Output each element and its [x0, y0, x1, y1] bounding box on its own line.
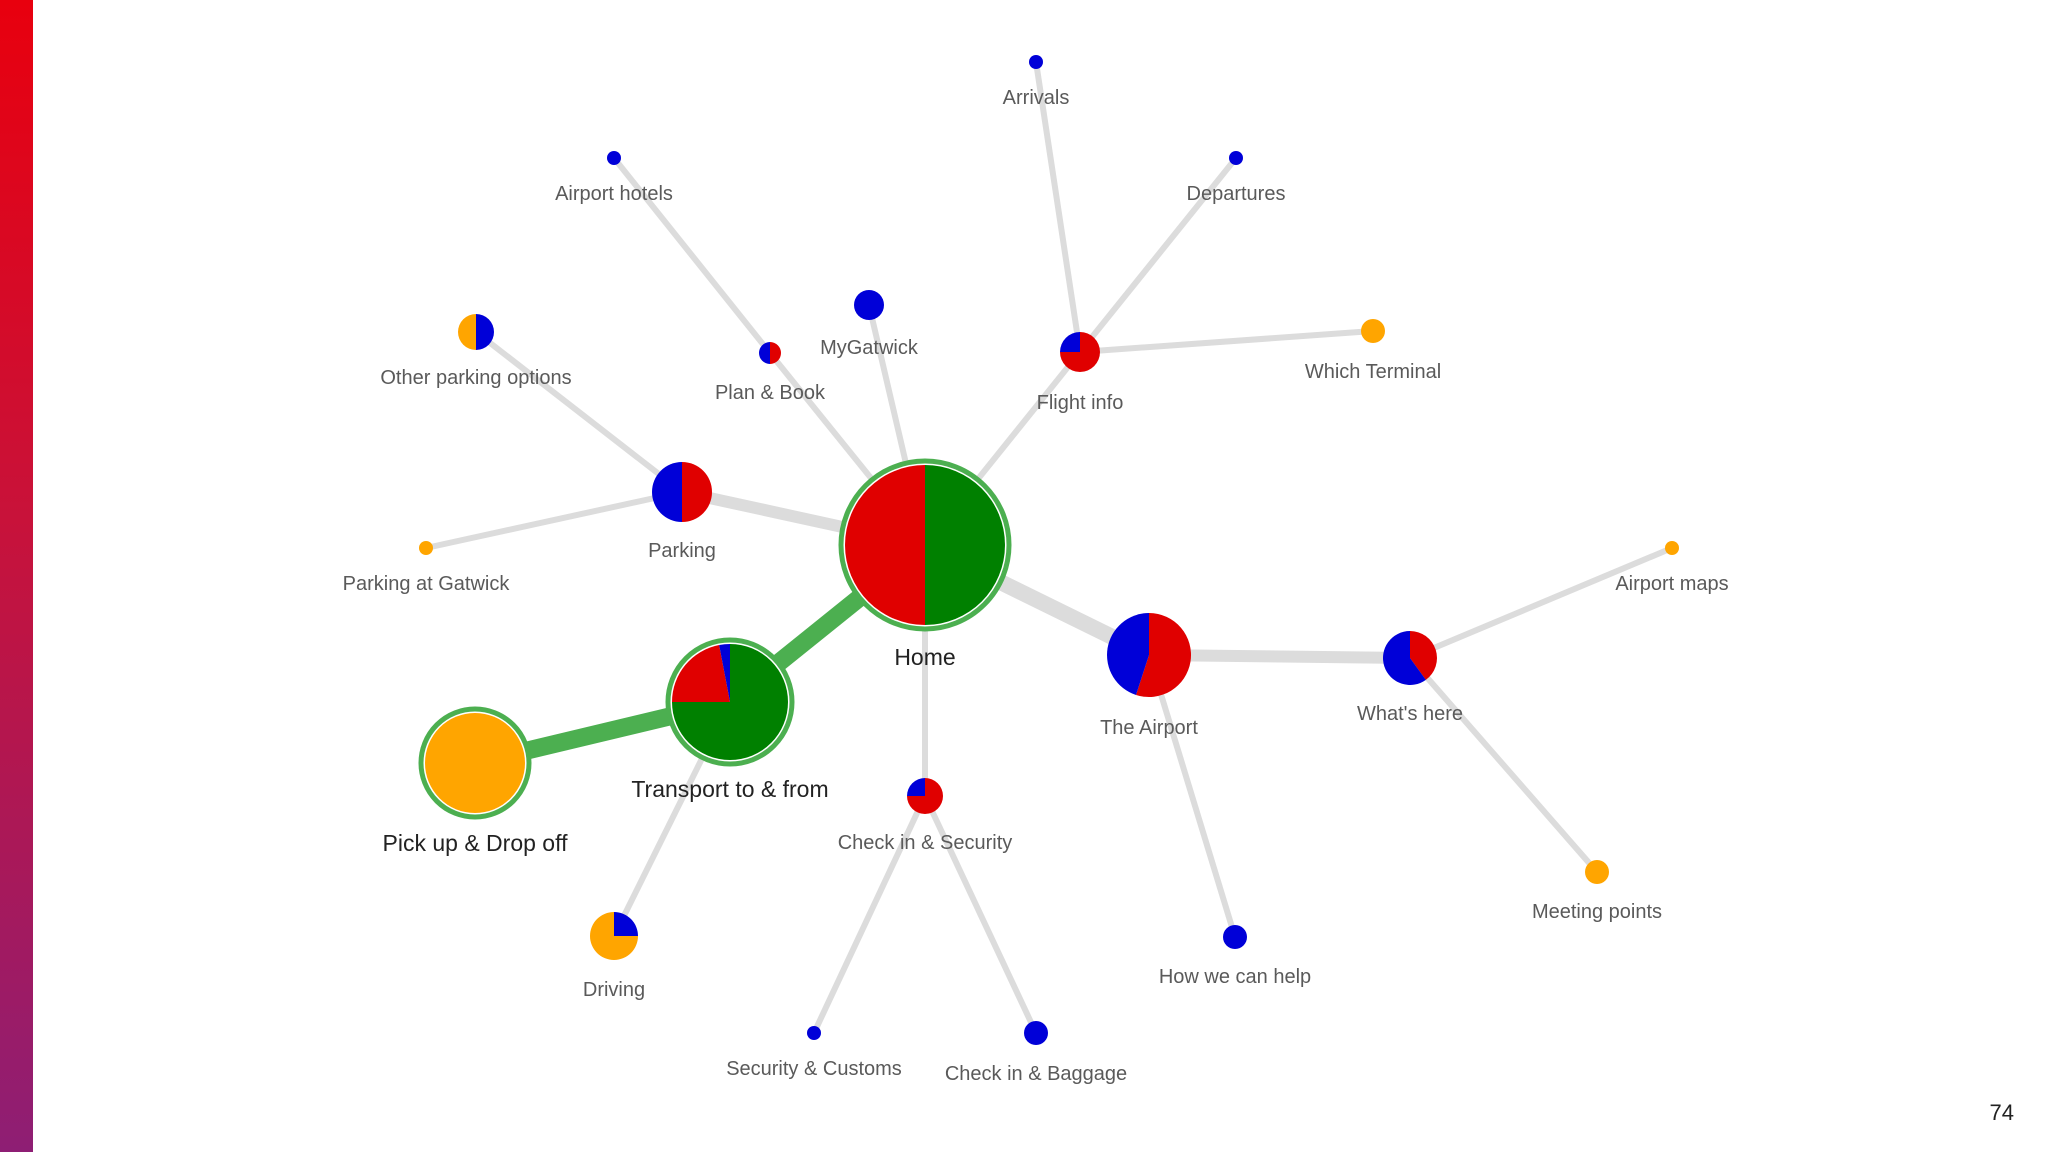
node-arrivals[interactable] [1029, 55, 1043, 69]
pie-slice [1029, 55, 1043, 69]
pie-slice [682, 462, 712, 522]
pie-slice [1361, 319, 1385, 343]
node-plan-book[interactable] [759, 342, 781, 364]
edge-the-airport-to-whats-here [1148, 649, 1411, 664]
edge-checkin-security-to-security-customs [811, 794, 928, 1035]
node-parking-gatwick[interactable] [419, 541, 433, 555]
pie-slice [1665, 541, 1679, 555]
pie-slice [614, 912, 638, 936]
node-mygatwick[interactable] [854, 290, 884, 320]
node-the-airport[interactable] [1107, 613, 1192, 698]
pie-slice [1410, 631, 1437, 680]
pie-slice [476, 314, 494, 350]
node-how-help[interactable] [1223, 925, 1247, 949]
edge-the-airport-to-how-help [1146, 654, 1238, 938]
node-label-pickup: Pick up & Drop off [383, 830, 569, 856]
node-label-checkin-security: Check in & Security [838, 832, 1013, 854]
pie-slice [672, 645, 730, 702]
node-checkin-security[interactable] [907, 778, 943, 814]
node-departures[interactable] [1229, 151, 1243, 165]
pie-slice [925, 465, 1005, 625]
node-label-meeting-points: Meeting points [1532, 901, 1662, 923]
pie-slice [1024, 1021, 1048, 1045]
edge-plan-book-to-airport-hotels [611, 156, 773, 355]
edge-whats-here-to-meeting-points [1407, 656, 1600, 874]
pie-slice [590, 912, 638, 960]
node-security-customs[interactable] [807, 1026, 821, 1040]
node-flight-info[interactable] [1060, 332, 1100, 372]
node-label-mygatwick: MyGatwick [820, 337, 919, 359]
node-label-how-help: How we can help [1159, 966, 1311, 988]
pie-slice [652, 462, 682, 522]
pie-slice [807, 1026, 821, 1040]
pie-slice [759, 342, 770, 364]
node-label-the-airport: The Airport [1100, 717, 1198, 739]
node-label-flight-info: Flight info [1037, 392, 1124, 414]
node-which-terminal[interactable] [1361, 319, 1385, 343]
pie-slice [1223, 925, 1247, 949]
node-label-whats-here: What's here [1357, 703, 1463, 725]
pie-slice [845, 465, 925, 625]
node-driving[interactable] [590, 912, 638, 960]
edge-flight-info-to-departures [1077, 156, 1239, 354]
brand-side-bar [0, 0, 33, 1152]
pie-slice [425, 713, 525, 813]
node-pickup[interactable] [418, 706, 532, 820]
node-home[interactable] [838, 458, 1012, 632]
pie-slice [1229, 151, 1243, 165]
pie-slice [419, 541, 433, 555]
pie-slice [458, 314, 476, 350]
edge-whats-here-to-airport-maps [1408, 545, 1674, 661]
page-number: 74 [1989, 1100, 2014, 1125]
node-label-plan-book: Plan & Book [715, 382, 826, 404]
node-label-driving: Driving [583, 979, 645, 1001]
node-label-departures: Departures [1187, 183, 1286, 205]
node-label-transport: Transport to & from [631, 776, 828, 802]
edge-flight-info-to-which-terminal [1079, 328, 1374, 355]
pie-slice [607, 151, 621, 165]
node-checkin-baggage[interactable] [1024, 1021, 1048, 1045]
pie-slice [719, 644, 730, 702]
pie-slice [1585, 860, 1609, 884]
pie-slice [907, 778, 925, 796]
edge-parking-to-parking-gatwick [425, 489, 683, 551]
node-label-parking: Parking [648, 540, 716, 562]
node-label-which-terminal: Which Terminal [1305, 361, 1441, 383]
node-label-airport-hotels: Airport hotels [555, 183, 673, 205]
node-label-airport-maps: Airport maps [1615, 573, 1728, 595]
pie-slice [854, 290, 884, 320]
node-label-security-customs: Security & Customs [726, 1058, 902, 1080]
edges-layer [425, 61, 1674, 1035]
pie-slice [1382, 631, 1426, 685]
node-label-home: Home [894, 644, 955, 670]
pie-slice [1060, 332, 1080, 352]
nodes-layer [418, 55, 1679, 1045]
pie-slice [770, 342, 781, 364]
node-label-arrivals: Arrivals [1003, 87, 1070, 109]
node-transport[interactable] [665, 637, 795, 767]
node-whats-here[interactable] [1382, 631, 1437, 685]
node-airport-hotels[interactable] [607, 151, 621, 165]
node-meeting-points[interactable] [1585, 860, 1609, 884]
edge-parking-to-other-parking [474, 329, 684, 495]
node-airport-maps[interactable] [1665, 541, 1679, 555]
edge-checkin-security-to-checkin-baggage [922, 794, 1039, 1035]
node-other-parking[interactable] [458, 314, 494, 350]
node-label-checkin-baggage: Check in & Baggage [945, 1063, 1127, 1085]
pie-slice [1136, 613, 1192, 698]
edge-flight-info-to-arrivals [1033, 61, 1083, 353]
node-parking[interactable] [652, 462, 712, 522]
pie-slice [1107, 613, 1149, 695]
node-label-parking-gatwick: Parking at Gatwick [343, 573, 511, 595]
node-label-other-parking: Other parking options [380, 367, 571, 389]
